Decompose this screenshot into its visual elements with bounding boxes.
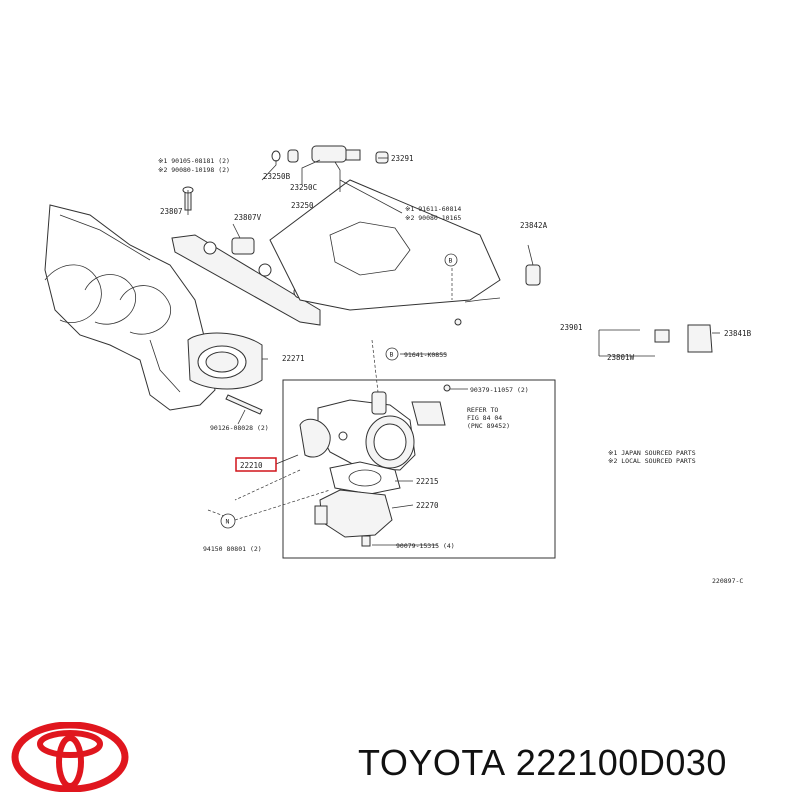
label-90126: 90126-08028 (2) [210, 424, 269, 432]
marker-b-1: B [444, 253, 458, 267]
ref-line-4 [371, 339, 379, 393]
label-refer-to: REFER TO [467, 406, 498, 414]
label-23807: 23807 [160, 207, 183, 216]
marker-b-2-text: B [390, 351, 394, 359]
vacuum-hose [464, 226, 713, 353]
label-90080-10165: ※2 90080-10165 [405, 214, 461, 222]
label-94150: 94150 80801 (2) [203, 545, 262, 553]
label-91611: ※1 91611-60814 [405, 205, 461, 213]
marker-n: N [220, 513, 236, 529]
label-23807v: 23807V [234, 213, 262, 222]
label-90379: 90379-11057 (2) [470, 386, 529, 394]
label-23250c: 23250C [290, 183, 317, 192]
brand-name: TOYOTA [358, 742, 506, 783]
label-22271: 22271 [282, 354, 305, 363]
label-91641: 91641-K0855 [404, 351, 447, 359]
label-23801w: 23801W [607, 353, 635, 362]
label-22210: 22210 [240, 461, 263, 470]
highlight-box-22210 [235, 457, 277, 472]
throttle-body-group-box [282, 379, 556, 559]
label-pnc: (PNC 89452) [467, 422, 510, 430]
toyota-logo [11, 722, 129, 792]
label-90080-10198: ※2 90080-10198 (2) [158, 166, 230, 174]
label-23291: 23291 [391, 154, 414, 163]
air-connector [187, 332, 263, 390]
injector-parts [271, 145, 389, 164]
label-90105: ※1 90105-08181 (2) [158, 157, 230, 165]
throttle-body [299, 391, 446, 471]
label-23901: 23901 [560, 323, 583, 332]
label-23250b: 23250B [263, 172, 291, 181]
label-22215: 22215 [416, 477, 439, 486]
note-japan-sourced: ※1 JAPAN SOURCED PARTS [608, 449, 696, 457]
marker-b-2: B [385, 347, 399, 361]
idle-air-control-valve [314, 489, 393, 547]
ref-line-1 [234, 489, 331, 521]
diagram-code: 220897-C [712, 577, 743, 585]
intake-cover [269, 179, 501, 311]
bolts [225, 318, 462, 415]
part-number: 222100D030 [515, 742, 727, 783]
engine-block [44, 204, 216, 411]
ref-line-3 [234, 469, 301, 501]
marker-b-1-text: B [449, 257, 453, 265]
gasket [329, 461, 401, 495]
note-local-sourced: ※2 LOCAL SOURCED PARTS [608, 457, 696, 465]
label-90079: 90079-15315 (4) [396, 542, 455, 550]
ref-line-2 [207, 509, 225, 517]
label-23842a: 23842A [520, 221, 548, 230]
label-fig: FIG 84 04 [467, 414, 502, 422]
marker-n-text: N [226, 518, 230, 526]
leader-lines [187, 157, 720, 546]
label-23250: 23250 [291, 201, 314, 210]
label-22270: 22270 [416, 501, 439, 510]
label-23841b: 23841B [724, 329, 752, 338]
